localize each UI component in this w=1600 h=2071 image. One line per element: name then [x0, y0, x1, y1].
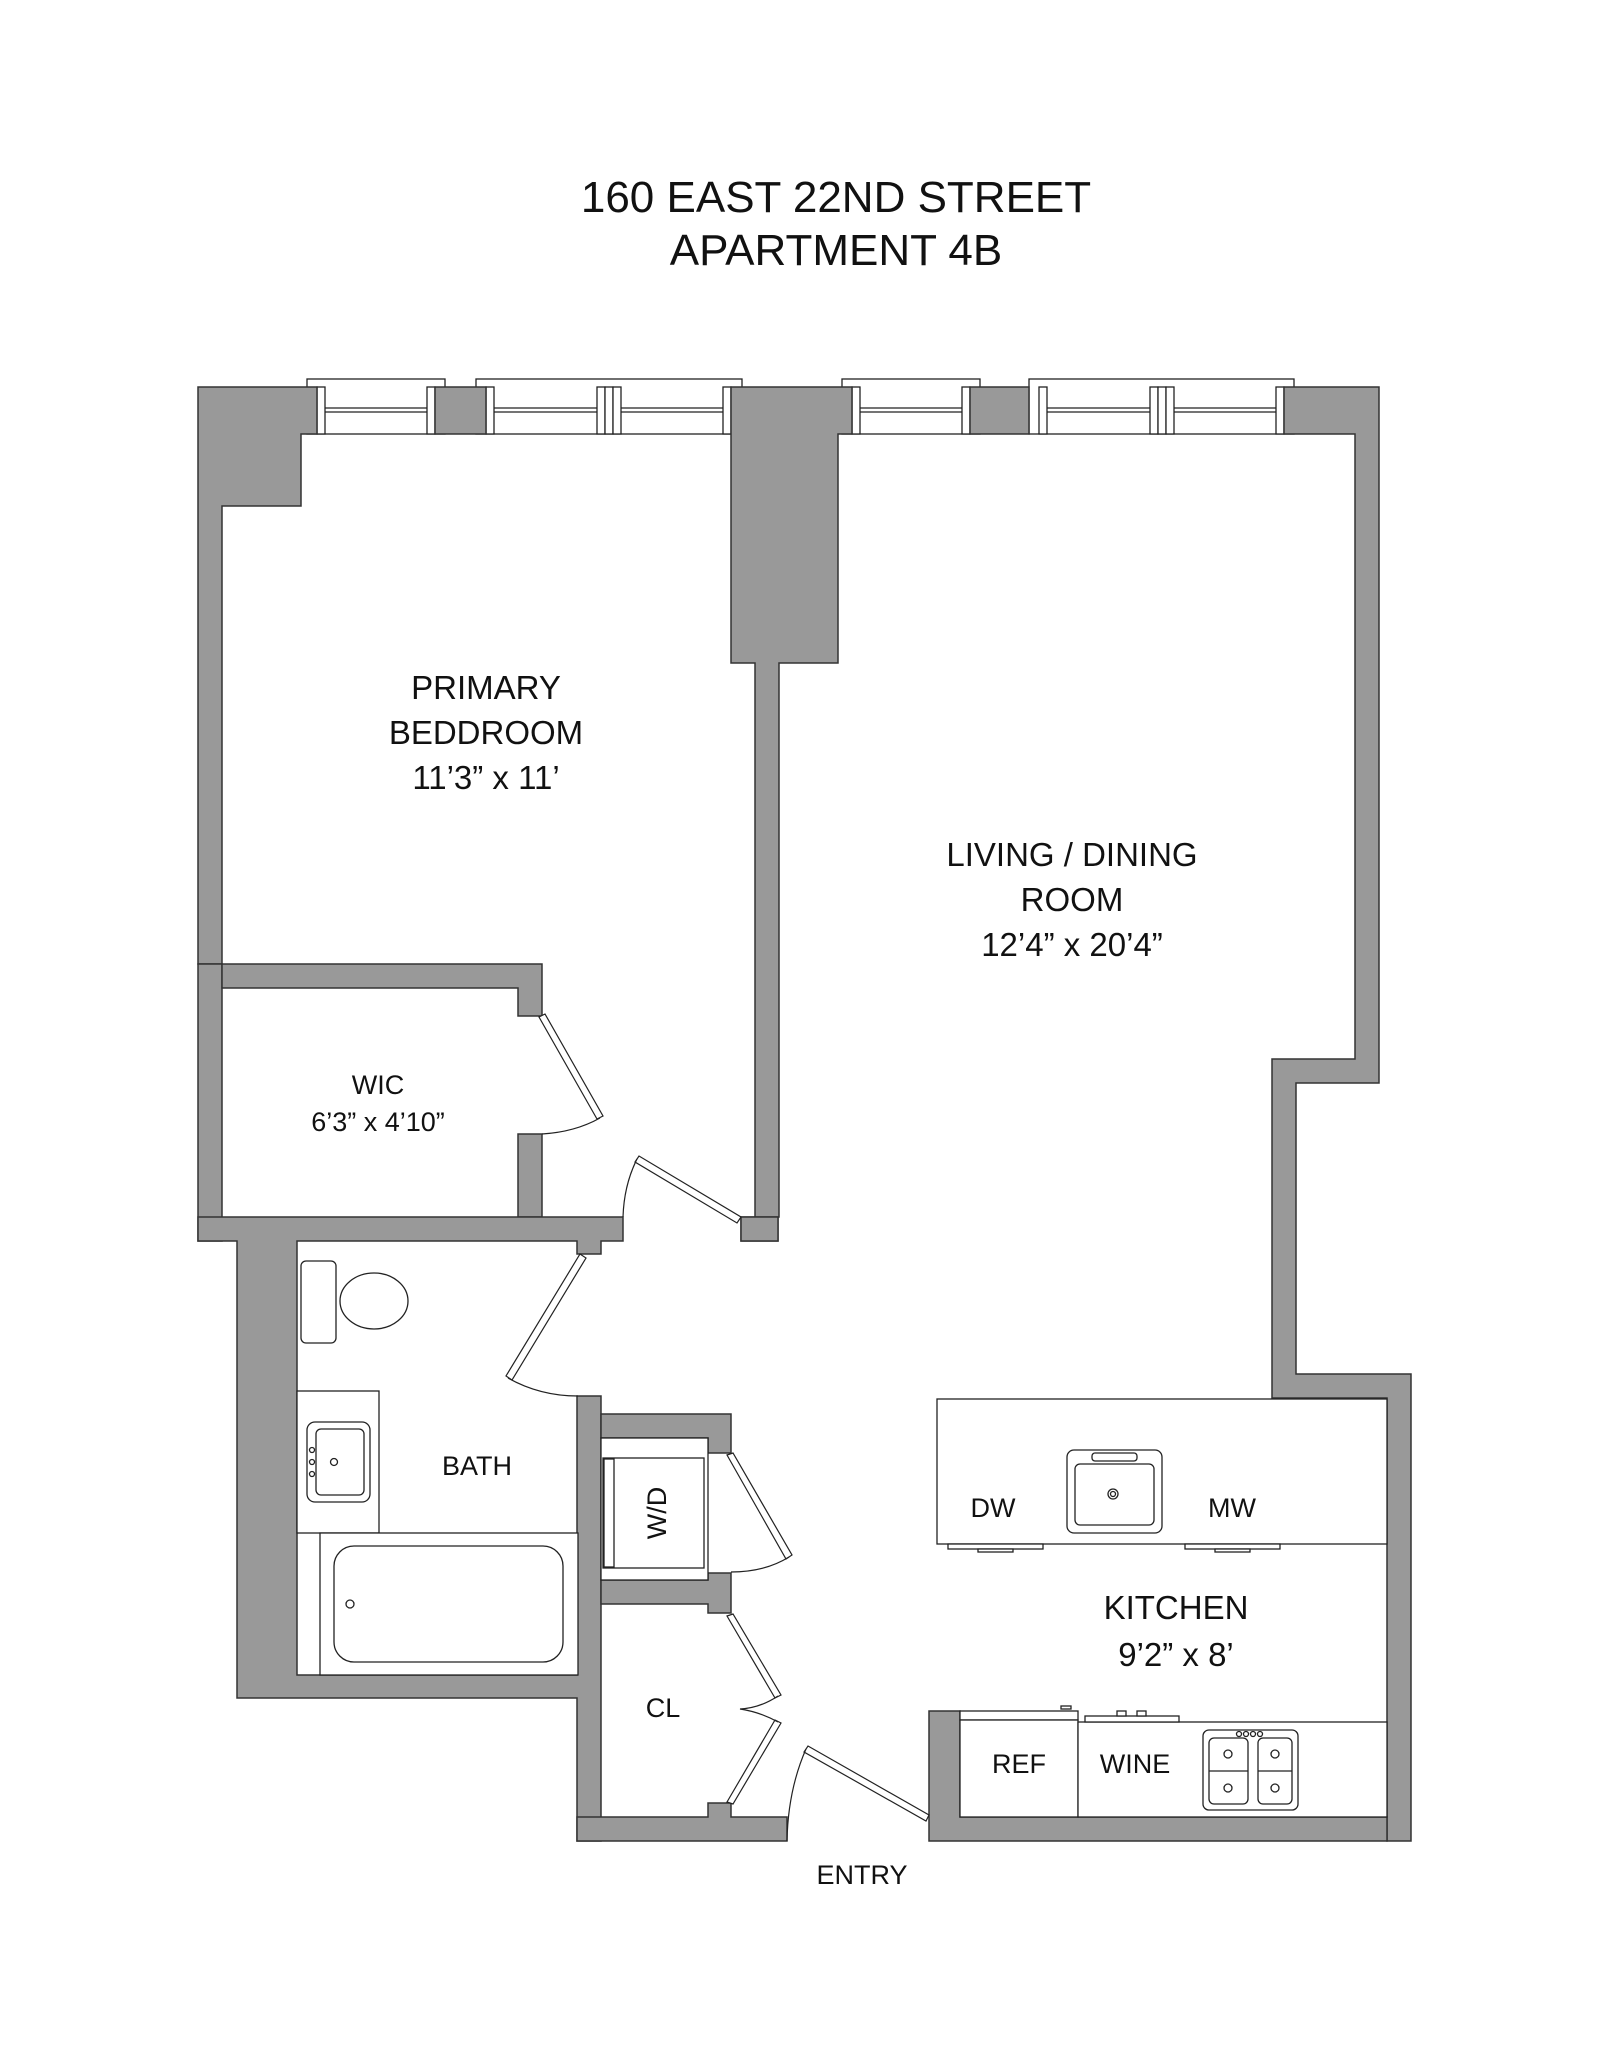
laundry-door[interactable] — [726, 1452, 793, 1560]
kitchen-dims: 9’2” x 8’ — [1118, 1636, 1234, 1673]
kitchen-name: KITCHEN — [1104, 1589, 1249, 1626]
refrigerator-label: REF — [992, 1749, 1046, 1779]
living-name-2: ROOM — [1021, 881, 1124, 918]
windows-top — [306, 378, 1295, 435]
bedroom-dims: 11’3” x 11’ — [412, 759, 559, 796]
entry-label: ENTRY — [816, 1860, 907, 1890]
kitchen-island — [936, 1398, 1388, 1553]
toilet-tank — [300, 1260, 337, 1344]
closet-door-upper[interactable] — [726, 1613, 782, 1699]
walls — [197, 386, 1412, 1842]
apartment-title: APARTMENT 4B — [670, 226, 1003, 275]
kitchen-counter — [959, 1705, 1388, 1818]
bedroom-name-1: PRIMARY — [411, 669, 561, 706]
wic-label: WIC — [352, 1070, 404, 1100]
living-dims: 12’4” x 20’4” — [981, 926, 1163, 963]
wic-dims: 6’3” x 4’10” — [311, 1107, 445, 1137]
living-name-1: LIVING / DINING — [946, 836, 1197, 873]
wine-fridge-label: WINE — [1100, 1749, 1171, 1779]
wic-door[interactable] — [538, 1013, 604, 1120]
refrigerator — [959, 1719, 1079, 1818]
bedroom-name-2: BEDDROOM — [389, 714, 583, 751]
bath-label: BATH — [442, 1451, 512, 1481]
toilet-bowl — [339, 1272, 409, 1330]
doors — [505, 1013, 930, 1842]
microwave-label: MW — [1208, 1493, 1256, 1523]
laundry-label: W/D — [642, 1487, 672, 1539]
closet-label: CL — [646, 1693, 681, 1723]
ref-top — [959, 1710, 1079, 1721]
dishwasher-label: DW — [971, 1493, 1016, 1523]
bath-door[interactable] — [505, 1253, 587, 1381]
bath-fixtures — [296, 1260, 579, 1676]
bedroom-door[interactable] — [634, 1155, 742, 1224]
entry-door[interactable] — [803, 1745, 930, 1822]
laundry-unit — [600, 1437, 709, 1581]
closet-door-lower[interactable] — [726, 1719, 782, 1805]
address-title: 160 EAST 22ND STREET — [581, 173, 1091, 222]
